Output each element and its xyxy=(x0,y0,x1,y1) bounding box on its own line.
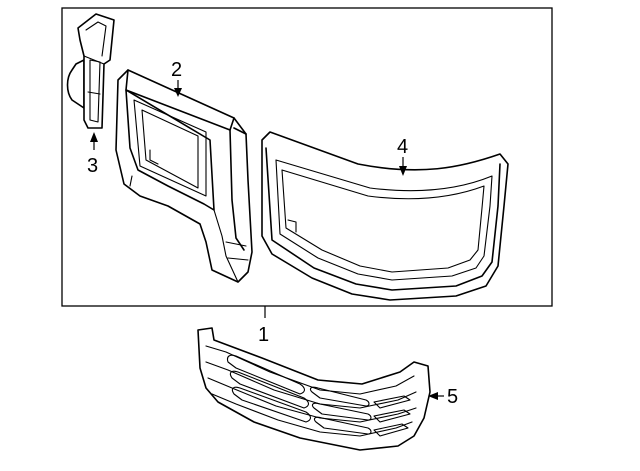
callout-4: 4 xyxy=(397,136,408,158)
part-3-bracket xyxy=(66,13,115,129)
assembly-frame xyxy=(61,7,553,307)
arrowhead-2 xyxy=(174,88,182,97)
arrowhead-5 xyxy=(428,392,438,400)
arrowhead-3 xyxy=(90,132,98,142)
arrowhead-4 xyxy=(399,166,407,176)
callout-3: 3 xyxy=(87,155,98,177)
callout-5: 5 xyxy=(447,386,458,408)
callout-2: 2 xyxy=(171,59,182,81)
callout-1: 1 xyxy=(258,324,269,346)
part-4-headlamp-trim xyxy=(261,131,509,301)
part-2-headlamp-bezel xyxy=(115,69,253,283)
part-5-grille xyxy=(197,327,431,451)
